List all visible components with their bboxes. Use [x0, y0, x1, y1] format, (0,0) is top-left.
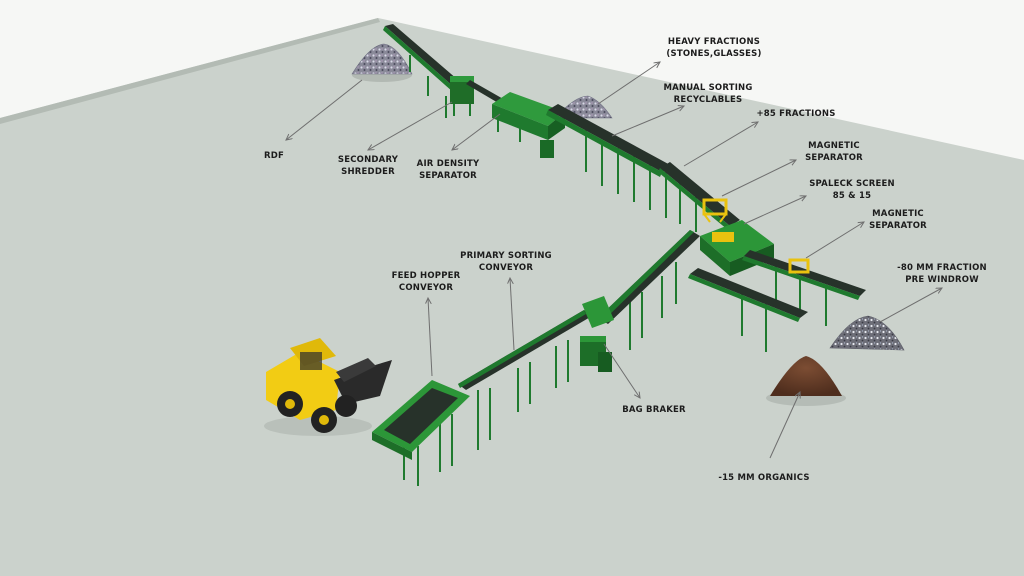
label-magnetic-separator-1: MAGNETIC SEPARATOR — [805, 141, 863, 163]
label-heavy-fractions: HEAVY FRACTIONS (STONES,GLASSES) — [666, 37, 762, 59]
label-manual-sorting: MANUAL SORTING RECYCLABLES — [663, 83, 753, 105]
arrow-spaleck — [743, 196, 806, 225]
arrow-magnetic-1 — [721, 160, 796, 197]
wheel-loader — [264, 338, 392, 436]
arrow-rdf — [286, 79, 363, 140]
magnetic-separator-1 — [702, 198, 728, 223]
arrow-heavy-fractions — [597, 62, 660, 105]
arrow-bag-braker — [603, 343, 640, 398]
minus80-fraction-pile — [829, 315, 905, 351]
annotation-arrows — [286, 62, 942, 459]
floor-edge — [0, 18, 380, 124]
label-magnetic-separator-2: MAGNETIC SEPARATOR — [869, 209, 927, 231]
arrow-secondary-shredder — [368, 101, 453, 150]
primary-conveyor-legs — [477, 262, 677, 450]
label-rdf: RDF — [263, 151, 285, 161]
organics-pile — [770, 356, 842, 396]
floor-slab — [0, 18, 1024, 576]
label-bag-braker: BAG BRAKER — [622, 405, 686, 415]
arrow-magnetic-2 — [805, 222, 864, 259]
label-feed-hopper-conveyor: FEED HOPPER CONVEYOR — [391, 271, 461, 293]
arrow-plus85 — [683, 122, 758, 167]
air-density-separator-unit — [492, 92, 565, 158]
label-spaleck-screen: SPALECK SCREEN 85 & 15 — [809, 179, 895, 201]
label-organics: -15 MM ORGANICS — [718, 473, 810, 483]
label-air-density-separator: AIR DENSITY SEPARATOR — [416, 159, 480, 181]
arrow-feed-hopper — [428, 298, 433, 377]
label-primary-sorting-conveyor: PRIMARY SORTING CONVEYOR — [460, 251, 552, 273]
arrow-air-density — [452, 113, 501, 150]
plus85-output-conveyor — [690, 268, 808, 318]
sorting-conveyor-legs — [585, 130, 667, 218]
label-secondary-shredder: SECONDARY SHREDDER — [337, 155, 399, 177]
manual-sorting-conveyor — [548, 104, 672, 172]
bag-braker-unit — [580, 296, 614, 372]
arrow-organics — [769, 392, 800, 459]
arrow-primary-sorting — [510, 278, 515, 351]
upper-incline-legs — [409, 55, 447, 118]
label-plus85-fractions: +85 FRACTIONS — [756, 109, 836, 119]
arrow-manual-sorting — [611, 106, 684, 137]
arrow-minus80 — [879, 288, 942, 323]
label-minus80-fraction: -80 MM FRACTION PRE WINDROW — [897, 263, 987, 285]
screen-feed-conveyor — [660, 162, 740, 226]
rdf-pile — [351, 43, 413, 75]
magnetic-separator-2 — [788, 258, 810, 274]
